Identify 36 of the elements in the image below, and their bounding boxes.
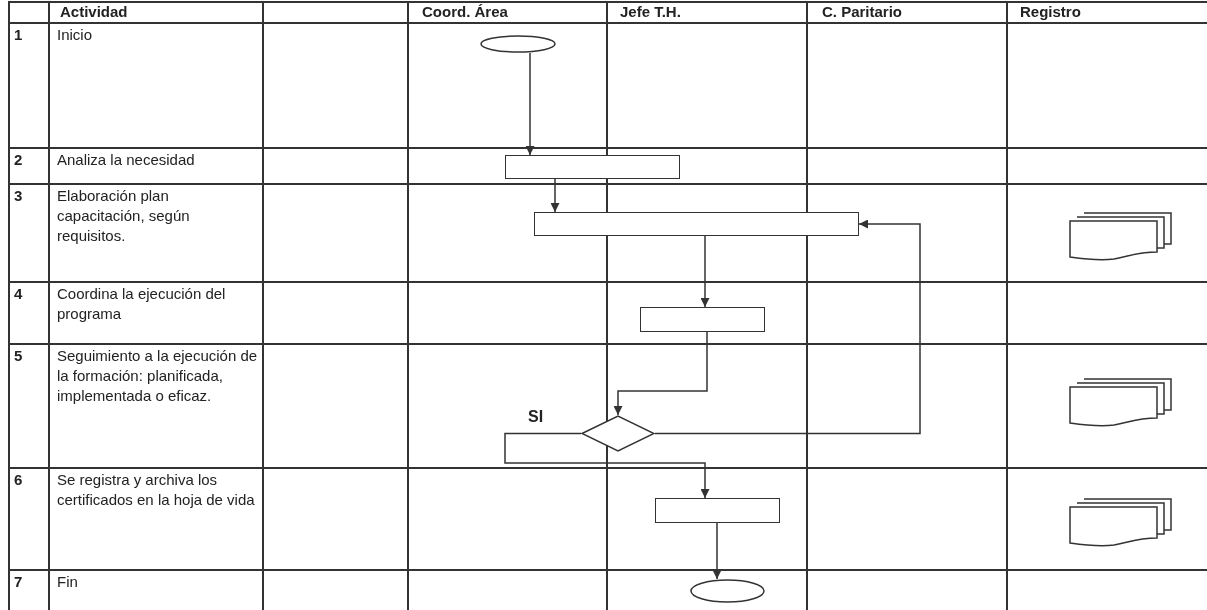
step-number: 5 bbox=[14, 347, 23, 365]
process-box bbox=[505, 155, 680, 179]
activity-text: Se registra y archiva los certificados en la hoja de vida bbox=[57, 470, 256, 510]
activity-text: Coordina la ejecución del programa bbox=[57, 284, 227, 324]
arrow bbox=[525, 52, 535, 156]
step-number: 4 bbox=[14, 285, 23, 303]
arrow bbox=[654, 219, 921, 435]
process-box bbox=[534, 212, 859, 236]
activity-text: Seguimiento a la ejecución de la formación: planificada, implementada o eficaz. bbox=[57, 346, 259, 406]
multi-document-symbol bbox=[1069, 378, 1172, 427]
step-number: 3 bbox=[14, 187, 23, 205]
column-header: Registro bbox=[1020, 3, 1081, 21]
column-header: C. Paritario bbox=[822, 3, 903, 21]
terminator-ellipse bbox=[480, 35, 556, 53]
arrow bbox=[550, 178, 560, 213]
multi-document-symbol bbox=[1069, 498, 1172, 547]
arrow bbox=[712, 522, 722, 580]
step-number: 6 bbox=[14, 471, 23, 489]
column-header: Jefe T.H. bbox=[620, 3, 681, 21]
process-box bbox=[640, 307, 765, 332]
column-header: Coord. Área bbox=[422, 3, 508, 21]
activity-text: Elaboración plan capacitación, según requisitos. bbox=[57, 186, 191, 246]
column-header: Actividad bbox=[60, 3, 128, 21]
step-number: 2 bbox=[14, 151, 23, 169]
activity-text: Analiza la necesidad bbox=[57, 150, 196, 170]
arrow bbox=[504, 432, 710, 499]
multi-document-symbol bbox=[1069, 212, 1172, 261]
activity-text: Inicio bbox=[57, 25, 94, 45]
arrow bbox=[613, 331, 708, 416]
decision-diamond bbox=[581, 415, 655, 452]
step-number: 1 bbox=[14, 26, 23, 44]
arrow bbox=[700, 235, 710, 308]
terminator-ellipse bbox=[690, 579, 765, 603]
step-number: 7 bbox=[14, 573, 23, 591]
process-box bbox=[655, 498, 780, 523]
activity-text: Fin bbox=[57, 572, 79, 592]
